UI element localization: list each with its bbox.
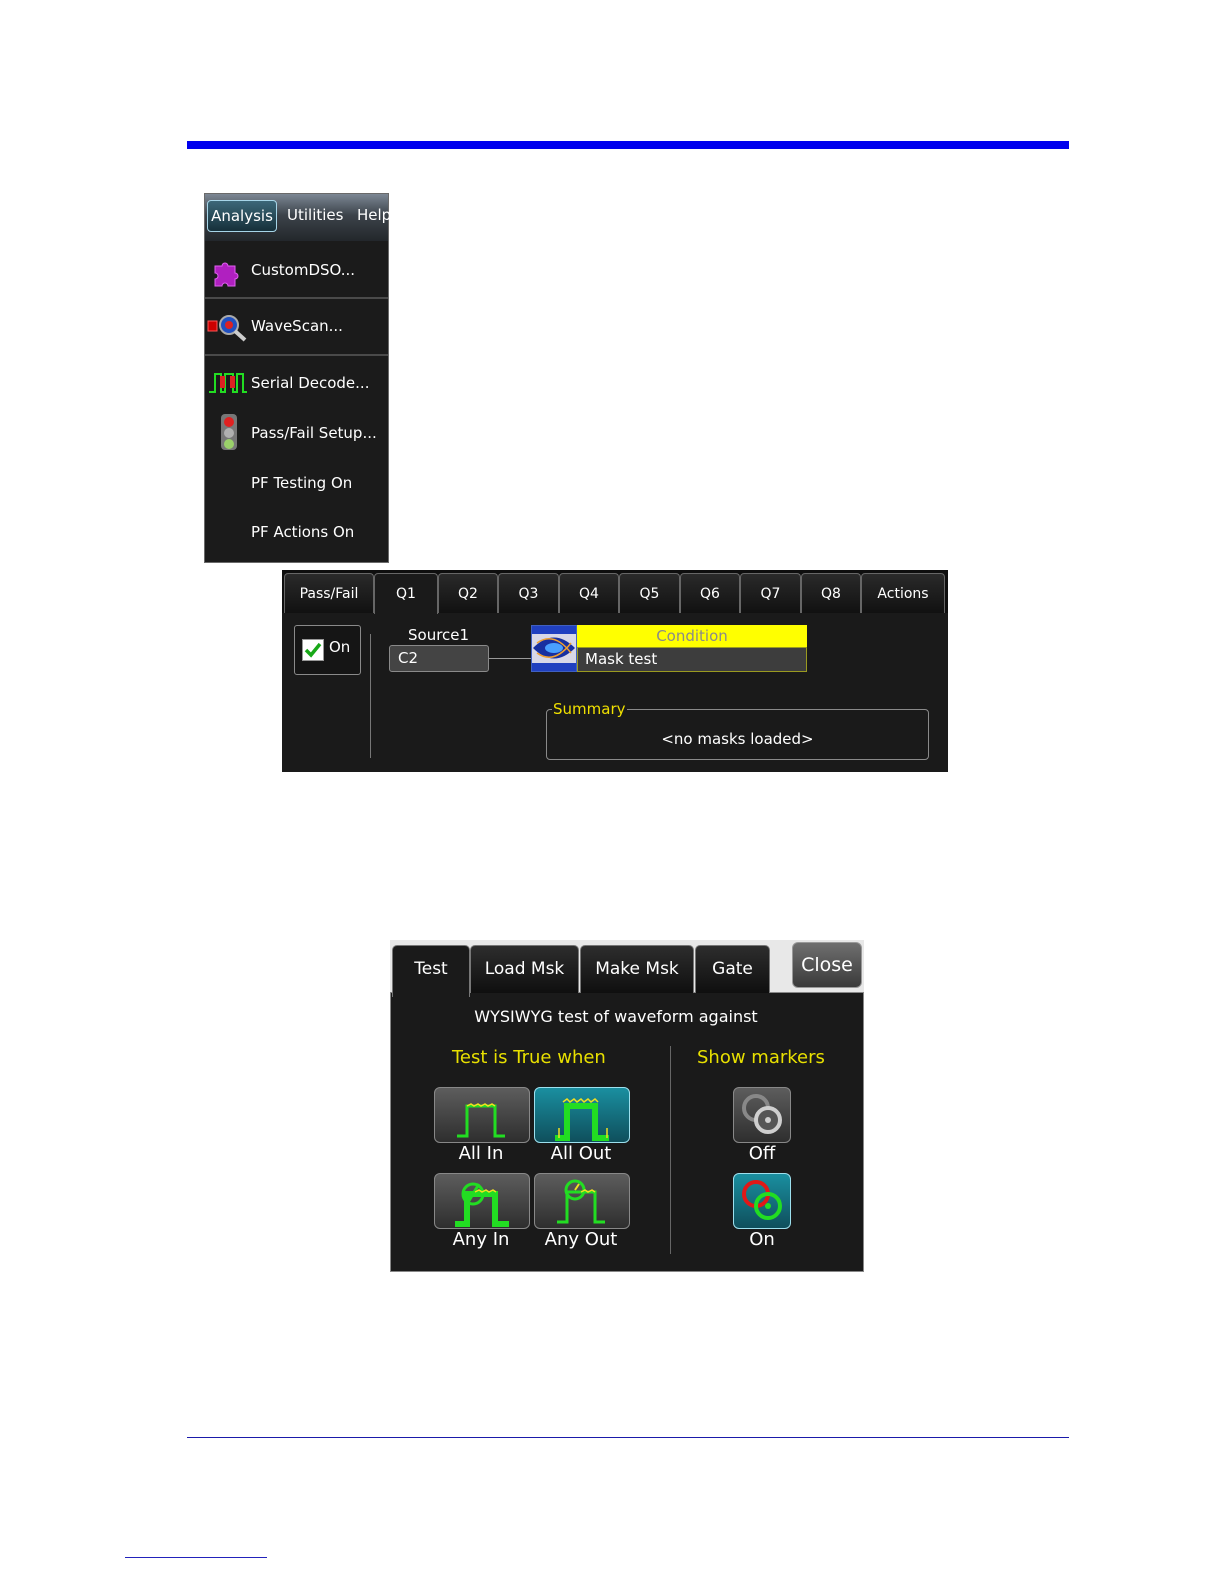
markers-off-label: Off	[748, 1143, 776, 1164]
tab-load-msk[interactable]: Load Msk	[470, 945, 579, 993]
checkbox[interactable]	[302, 639, 324, 661]
menu-item-pf-actions[interactable]: PF Actions On	[205, 508, 388, 558]
markers-on-button[interactable]	[733, 1173, 791, 1229]
all-out-waveform-icon	[555, 1098, 609, 1141]
menu-item-label: PF Testing On	[251, 474, 353, 492]
footer-link-underline	[125, 1557, 267, 1558]
test-description: WYSIWYG test of waveform against	[474, 1007, 758, 1026]
menu-item-wavescan[interactable]: WaveScan...	[205, 302, 388, 352]
connector-line	[489, 658, 531, 659]
analysis-menu: Analysis Utilities Help CustomDSO... Wav…	[204, 193, 392, 563]
tab-test[interactable]: Test	[392, 945, 470, 997]
divider	[670, 1046, 671, 1254]
tab-actions[interactable]: Actions	[861, 573, 945, 613]
on-label: On	[329, 638, 351, 656]
menu-item-label: CustomDSO...	[251, 261, 356, 279]
menubar-analysis[interactable]: Analysis	[207, 200, 277, 232]
menu-item-label: Serial Decode...	[251, 374, 370, 392]
passfail-tabbar: Pass/Fail Q1 Q2 Q3 Q4 Q5 Q6 Q7 Q8 Action…	[282, 570, 948, 614]
menu-divider	[205, 297, 388, 299]
close-button[interactable]: Close	[792, 942, 862, 988]
serial-decode-icon	[209, 373, 247, 393]
any-in-button[interactable]	[434, 1173, 530, 1229]
header-rule	[187, 141, 1069, 149]
menu-item-pf-testing[interactable]: PF Testing On	[205, 459, 388, 509]
tab-q1[interactable]: Q1	[374, 573, 438, 614]
show-markers-heading: Show markers	[697, 1047, 825, 1068]
menubar: Analysis Utilities Help	[205, 194, 392, 241]
tab-q5[interactable]: Q5	[619, 573, 680, 613]
test-true-heading: Test is True when	[452, 1047, 606, 1068]
source-field[interactable]: C2	[389, 645, 489, 672]
traffic-light-icon	[221, 414, 237, 450]
tab-q3[interactable]: Q3	[498, 573, 559, 613]
all-in-waveform-icon	[457, 1103, 505, 1138]
divider	[370, 634, 371, 758]
condition-field[interactable]: Mask test	[577, 647, 807, 672]
all-in-label: All In	[458, 1143, 504, 1164]
any-in-waveform-icon	[455, 1182, 509, 1227]
summary-value: <no masks loaded>	[661, 730, 814, 748]
menu-divider	[205, 354, 388, 356]
tab-make-msk[interactable]: Make Msk	[580, 945, 694, 993]
any-in-label: Any In	[452, 1229, 510, 1250]
all-in-button[interactable]	[434, 1087, 530, 1143]
menu-item-serial-decode[interactable]: Serial Decode...	[205, 359, 388, 409]
tab-q4[interactable]: Q4	[559, 573, 619, 613]
markers-off-icon	[742, 1094, 782, 1134]
tab-q2[interactable]: Q2	[438, 573, 498, 613]
menubar-help[interactable]: Help	[357, 206, 392, 224]
tab-q7[interactable]: Q7	[740, 573, 801, 613]
any-out-waveform-icon	[557, 1179, 605, 1224]
markers-on-icon	[742, 1180, 782, 1220]
passfail-dialog: Pass/Fail Q1 Q2 Q3 Q4 Q5 Q6 Q7 Q8 Action…	[282, 570, 948, 772]
checkmark-icon	[304, 642, 322, 658]
mask-eye-icon	[531, 625, 577, 672]
puzzle-icon	[214, 262, 239, 287]
menu-item-label: Pass/Fail Setup...	[251, 424, 377, 442]
markers-off-button[interactable]	[733, 1087, 791, 1143]
markers-on-label: On	[749, 1229, 775, 1250]
wavescan-icon	[207, 315, 247, 342]
tab-q6[interactable]: Q6	[680, 573, 740, 613]
tab-passfail[interactable]: Pass/Fail	[284, 573, 374, 613]
tab-q8[interactable]: Q8	[801, 573, 861, 613]
menu-item-label: PF Actions On	[251, 523, 355, 541]
mask-test-dialog: Test Load Msk Make Msk Gate Close WYSIWY…	[390, 940, 864, 1272]
any-out-label: Any Out	[544, 1229, 618, 1250]
tab-gate[interactable]: Gate	[695, 945, 770, 993]
summary-box: <no masks loaded>	[546, 709, 929, 760]
summary-label: Summary	[552, 700, 627, 718]
footer-rule	[187, 1437, 1069, 1438]
source-label: Source1	[408, 626, 470, 644]
menu-item-customdso[interactable]: CustomDSO...	[205, 246, 388, 296]
any-out-button[interactable]	[534, 1173, 630, 1229]
menubar-utilities[interactable]: Utilities	[287, 206, 344, 224]
on-checkbox-control[interactable]: On	[294, 625, 361, 675]
menu-item-label: WaveScan...	[251, 317, 343, 335]
condition-label: Condition	[577, 625, 807, 647]
all-out-button[interactable]	[534, 1087, 630, 1143]
all-out-label: All Out	[550, 1143, 612, 1164]
menu-item-passfail-setup[interactable]: Pass/Fail Setup...	[205, 409, 388, 459]
